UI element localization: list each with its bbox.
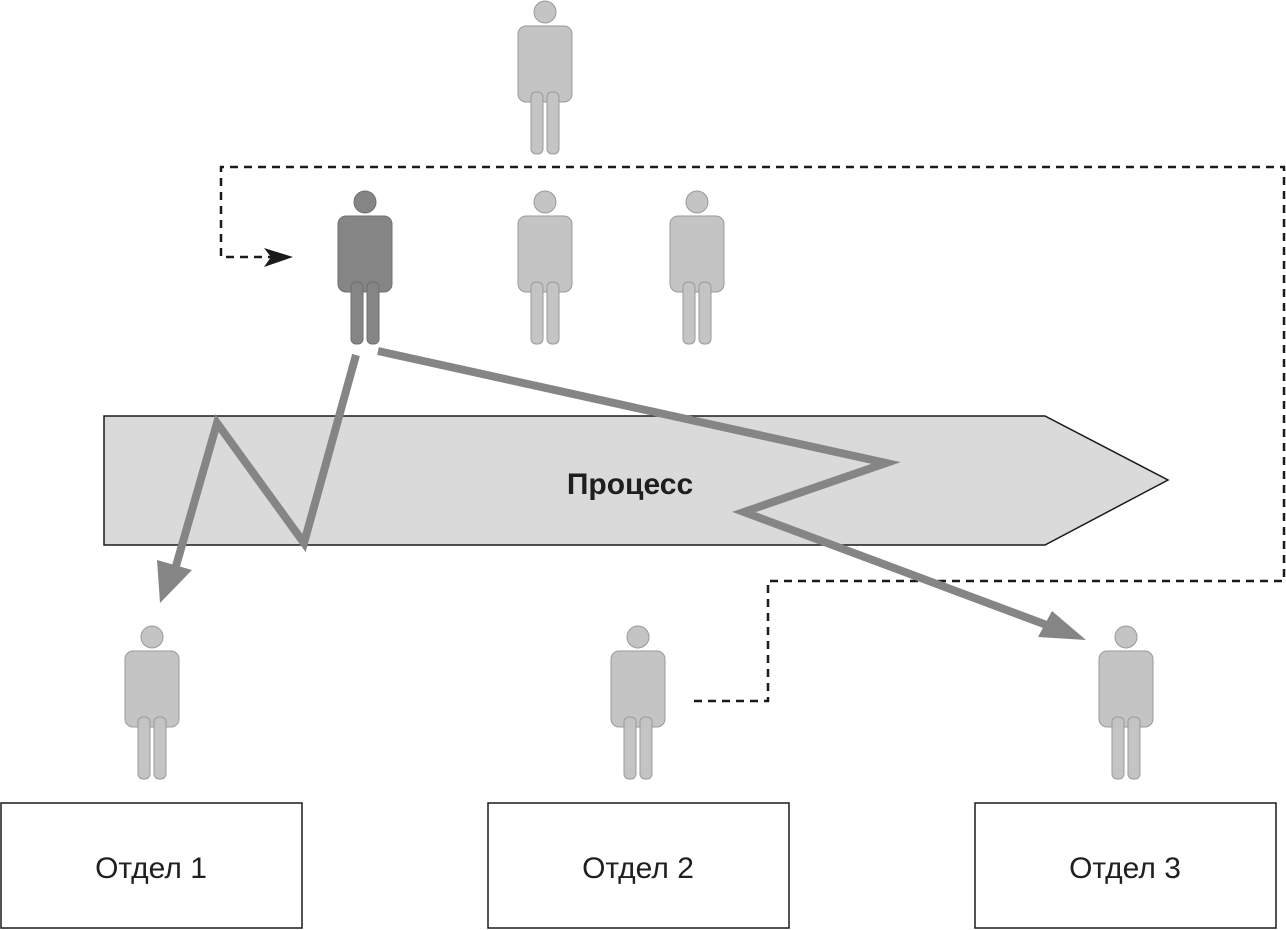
person-icon: [124, 625, 180, 780]
department-box-3: Отдел 3: [974, 802, 1277, 929]
dashed-arrowhead: [264, 248, 293, 267]
flow-arrowhead-left: [157, 560, 192, 603]
department-box-2: Отдел 2: [487, 802, 790, 929]
person-icon: [669, 190, 725, 345]
department-label: Отдел 2: [582, 852, 694, 885]
flow-arrow-right: [377, 347, 1054, 631]
person-icon: [1098, 625, 1154, 780]
process-shape: [103, 415, 1170, 546]
person-icon-highlighted: [337, 190, 393, 345]
person-icon: [517, 0, 573, 155]
process-label: Процесс: [567, 468, 693, 501]
flow-arrow-left: [170, 353, 360, 575]
person-icon: [517, 190, 573, 345]
person-icon: [610, 625, 666, 780]
department-box-1: Отдел 1: [0, 802, 303, 929]
dashed-feedback-line: [219, 165, 1286, 703]
department-label: Отдел 1: [95, 852, 207, 885]
department-label: Отдел 3: [1069, 852, 1181, 885]
flow-arrowhead-right: [1038, 611, 1086, 640]
